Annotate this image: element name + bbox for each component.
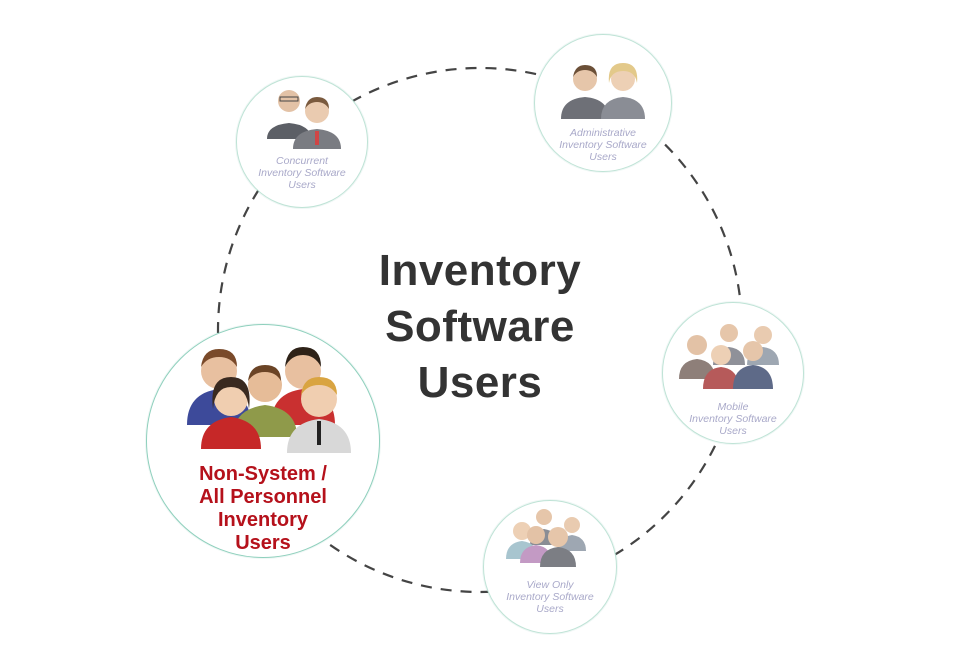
two-users-icon (561, 63, 645, 119)
user-group-icon (506, 509, 586, 567)
user-group-icon (679, 324, 779, 389)
two-users-icon (267, 90, 341, 149)
user-group-icon (187, 347, 351, 453)
